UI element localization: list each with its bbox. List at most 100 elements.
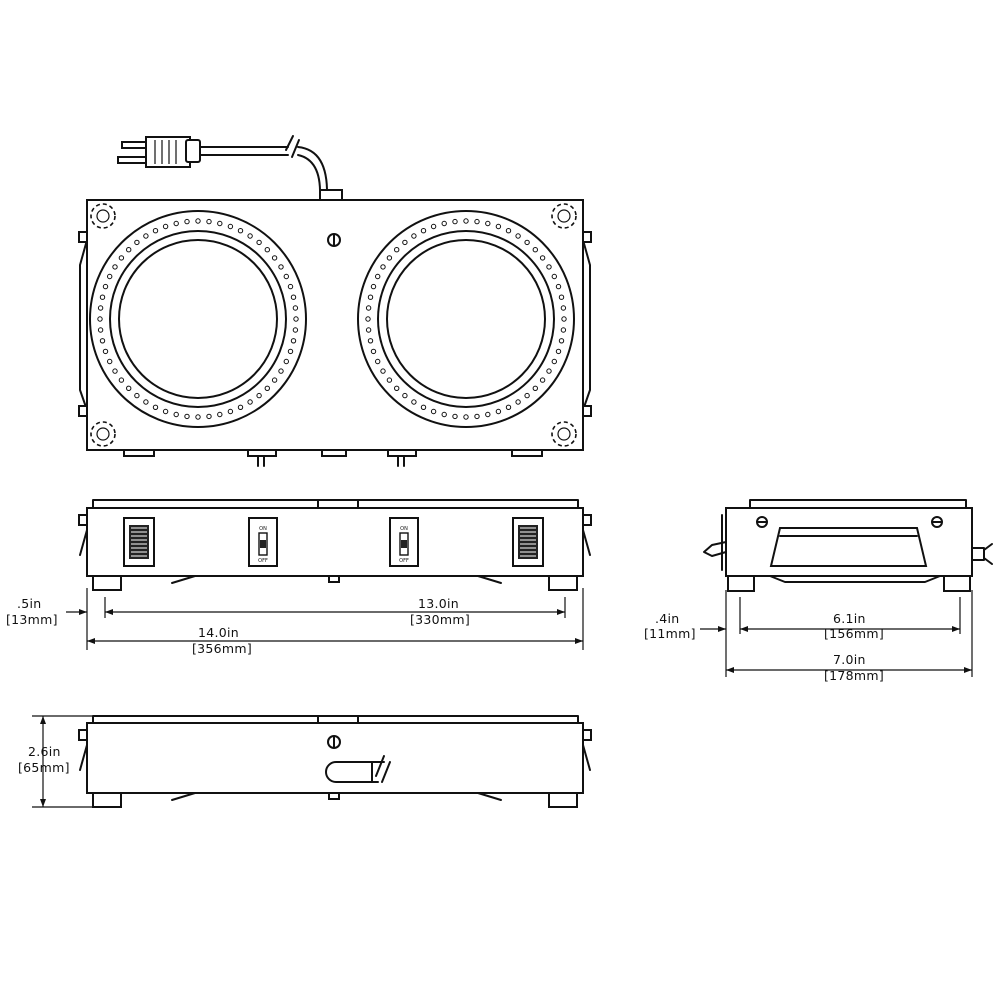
burner-hole [134, 239, 140, 246]
burner-hole [256, 392, 262, 399]
dim-leg-offset-mm: [13mm] [6, 612, 58, 627]
dim-side-leg-offset-mm: [11mm] [644, 626, 696, 641]
burner-hole [515, 399, 521, 405]
switch-off-label: OFF [399, 558, 409, 564]
burner-hole [551, 273, 557, 280]
burner-hole [97, 327, 104, 333]
burner-hole [97, 305, 104, 311]
burner-hole [474, 413, 480, 420]
burner-hole [162, 408, 169, 415]
burner-hole [367, 338, 374, 344]
burner-hole [380, 264, 386, 270]
burner-hole [237, 404, 244, 410]
burner-hole [441, 220, 447, 227]
burner-hole [402, 392, 408, 399]
burner-hole [227, 223, 234, 230]
burner-hole [293, 316, 299, 322]
burner-hole [474, 218, 480, 225]
top-view [78, 135, 592, 467]
burner-hole [271, 377, 278, 383]
side-handles [79, 239, 591, 411]
burner-hole [463, 218, 469, 224]
power-switch-left[interactable]: ON OFF [248, 517, 278, 567]
side-view: .4in [11mm] 6.1in [156mm] 7.0in [178mm] [644, 499, 993, 683]
dim-side-leg-offset-in: .4in [655, 611, 680, 626]
burner-hole [394, 247, 400, 253]
burner-hole [206, 218, 212, 225]
burner-hole [430, 408, 437, 415]
burner-hole [546, 264, 552, 270]
burner-hole [367, 294, 374, 300]
burner-hole [283, 358, 289, 365]
burner-hole [99, 294, 106, 300]
burner-hole [402, 239, 408, 246]
burner-hole [386, 377, 393, 383]
burner-hole [441, 411, 447, 418]
burner-hole [411, 233, 417, 239]
burner-hole [126, 247, 132, 253]
screw-icon [327, 735, 341, 749]
burner-hole [365, 305, 372, 311]
burner-hole [452, 413, 458, 420]
burner-hole [152, 228, 159, 234]
burner-hole [505, 404, 512, 410]
burner-hole [217, 411, 223, 418]
burner-hole [287, 283, 294, 290]
burner-hole [143, 399, 149, 405]
vent-right [512, 517, 544, 567]
cord-exit [325, 755, 391, 783]
burner-hole [264, 247, 270, 253]
burner-hole [532, 247, 538, 253]
burner-hole [420, 404, 427, 410]
screw-icon [931, 516, 943, 528]
burner-hole [292, 327, 299, 333]
burner-hole [102, 283, 109, 290]
vent-left [123, 517, 155, 567]
burner-hole [152, 404, 159, 410]
front-view: ON OFF ON OFF .5in [13mm] 13.0in [3 [6, 499, 592, 656]
burner-hole [411, 399, 417, 405]
burner-hole [102, 348, 109, 355]
dim-overall-width-mm: [356mm] [192, 641, 252, 656]
burner-hole [430, 223, 437, 230]
screw-icon [756, 516, 768, 528]
burner-hole [495, 223, 502, 230]
burner-hole [290, 338, 297, 344]
burner-hole [107, 358, 113, 365]
dim-height-mm: [65mm] [18, 760, 70, 775]
burner-hole [380, 368, 386, 374]
dim-overall-depth-mm: [178mm] [824, 668, 884, 683]
burner-hole [134, 392, 140, 399]
burner-hole [173, 220, 179, 227]
burner-hole [524, 392, 530, 399]
burner-hole [463, 414, 469, 420]
burner-hole [112, 368, 118, 374]
burner-hole [555, 283, 562, 290]
burner-hole [99, 338, 106, 344]
burner-holes [97, 218, 299, 420]
burner-right [357, 210, 575, 428]
dim-overall-depth-in: 7.0in [833, 652, 866, 667]
burner-hole [558, 294, 565, 300]
burner-hole [551, 358, 557, 365]
burner-hole [505, 228, 512, 234]
dim-leg-offset-in: .5in [17, 596, 42, 611]
burner-hole [532, 385, 538, 391]
burner-hole [195, 218, 201, 224]
burner-hole [256, 239, 262, 246]
burner-hole [370, 348, 377, 355]
power-switch-right[interactable]: ON OFF [389, 517, 419, 567]
burner-hole [278, 264, 284, 270]
burner-hole [173, 411, 179, 418]
burner-hole [375, 358, 381, 365]
burner-hole [217, 220, 223, 227]
burner-hole [247, 233, 253, 239]
burner-hole [452, 218, 458, 225]
front-legs [92, 575, 578, 591]
burner-hole [555, 348, 562, 355]
switch-on-label: ON [259, 526, 267, 532]
burner-hole [386, 255, 393, 261]
burner-hole [539, 377, 546, 383]
dim-side-leg-span-in: 6.1in [833, 611, 866, 626]
burner-hole [278, 368, 284, 374]
